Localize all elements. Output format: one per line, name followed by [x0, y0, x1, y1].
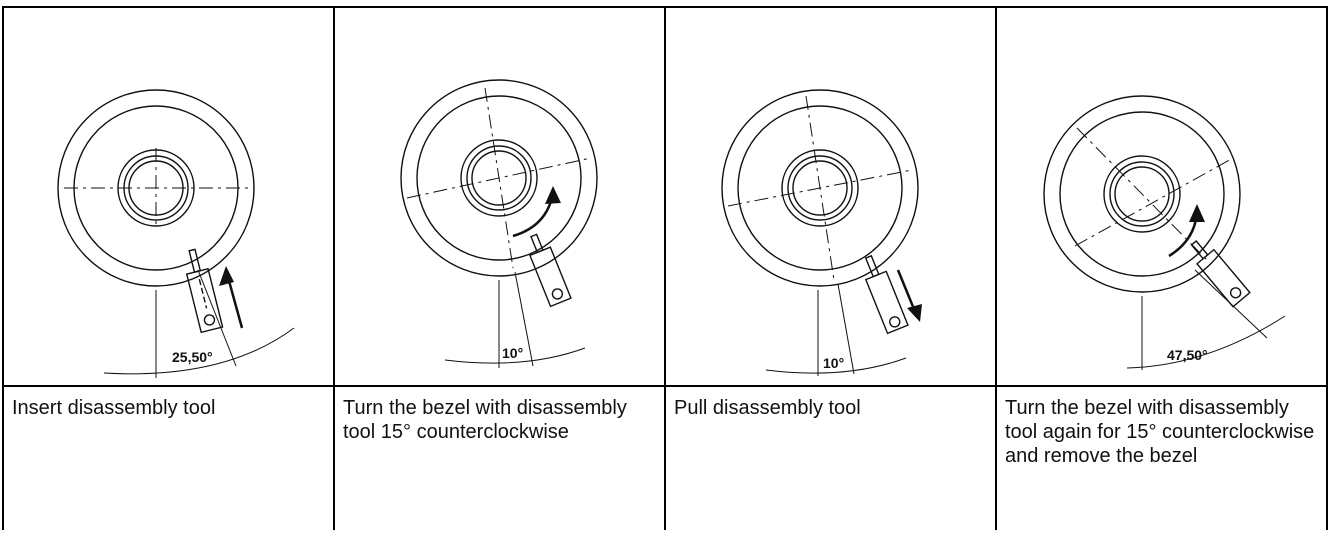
step-3-angle-label: 10°	[823, 355, 844, 371]
step-4-diagram: 47,50°	[1043, 95, 1286, 370]
step-1-caption: Insert disassembly tool	[12, 397, 216, 419]
step-3-figure: 10°	[666, 8, 994, 385]
step-3-caption: Pull disassembly tool	[674, 397, 861, 419]
step-2-diagram: 10°	[400, 79, 598, 368]
step-4-figure: 47,50°	[997, 8, 1325, 385]
table-col-3	[995, 6, 997, 530]
step-1-diagram: 25,50°	[57, 89, 295, 378]
step-3-diagram: 10°	[721, 89, 922, 376]
table-col-1	[333, 6, 335, 530]
table-border-right	[1326, 6, 1328, 530]
step-2-figure: 10°	[335, 8, 663, 385]
table-border-left	[2, 6, 4, 530]
step-2-caption: Turn the bezel with disassembly tool 15°…	[343, 397, 627, 443]
step-2-angle-label: 10°	[502, 345, 523, 361]
step-4-caption: Turn the bezel with disassembly tool aga…	[1005, 397, 1315, 467]
step-4-angle-label: 47,50°	[1167, 347, 1208, 363]
table-col-2	[664, 6, 666, 530]
step-1-angle-label: 25,50°	[172, 349, 213, 365]
step-1-figure: 25,50°	[4, 8, 332, 385]
